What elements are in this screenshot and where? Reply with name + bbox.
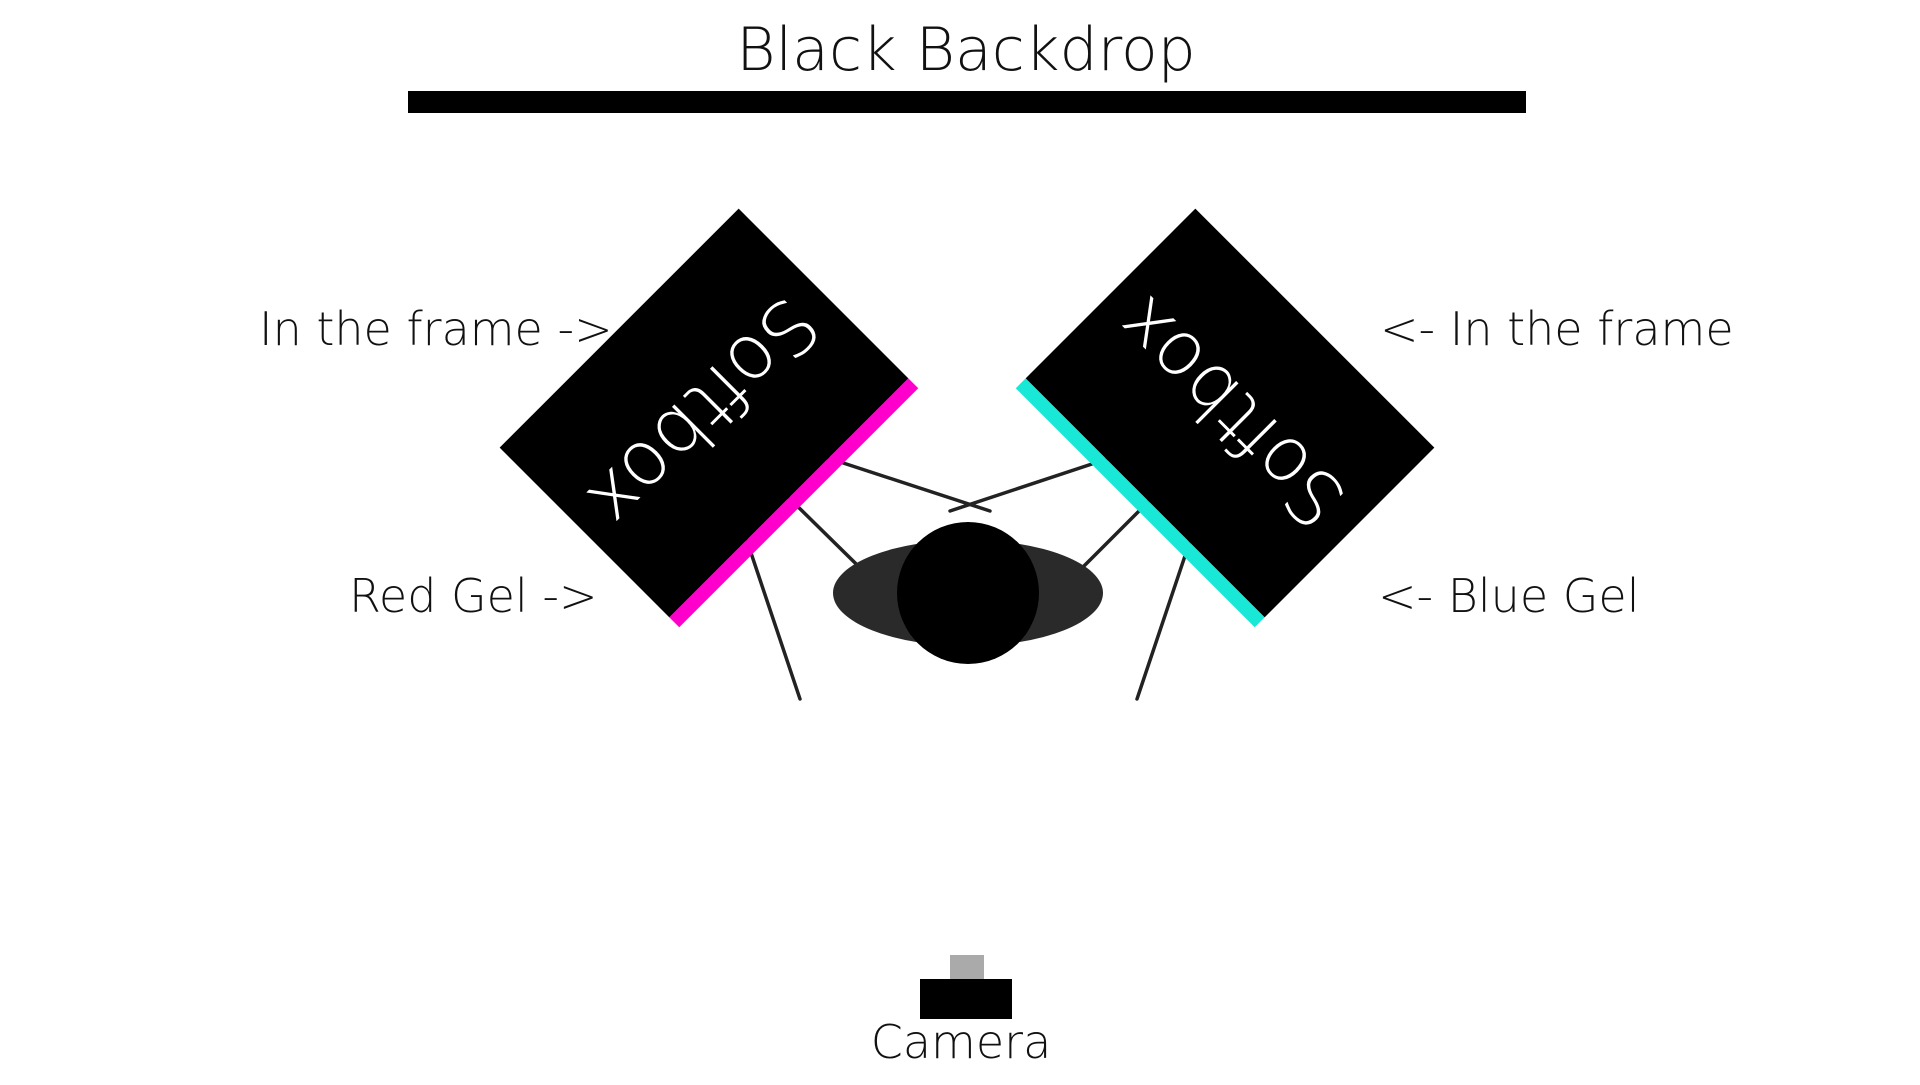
right-blue-gel <box>1015 378 1265 628</box>
subject-head <box>897 522 1039 664</box>
right-beam-lower <box>1135 536 1193 701</box>
camera <box>920 955 1012 1019</box>
right-softbox: Softbox <box>1015 208 1435 628</box>
backdrop-title: Black Backdrop <box>736 15 1196 85</box>
left-softbox-body <box>499 208 909 618</box>
left-softbox: Softbox <box>499 208 919 628</box>
subject <box>833 522 1103 664</box>
left-beam-upper <box>826 456 992 513</box>
black-backdrop <box>408 91 1526 113</box>
right-beam-upper <box>948 456 1112 513</box>
left-beam-lower <box>744 536 802 701</box>
right-frame-label: <- In the frame <box>1380 302 1734 356</box>
right-softbox-body <box>1025 208 1435 618</box>
left-red-gel <box>669 378 919 628</box>
blue-gel-label: <- Blue Gel <box>1378 569 1639 623</box>
left-frame-label: In the frame -> <box>259 302 613 356</box>
camera-viewfinder <box>950 955 984 979</box>
red-gel-label: Red Gel -> <box>349 569 598 623</box>
camera-body <box>920 979 1012 1019</box>
camera-label: Camera <box>871 1015 1052 1069</box>
